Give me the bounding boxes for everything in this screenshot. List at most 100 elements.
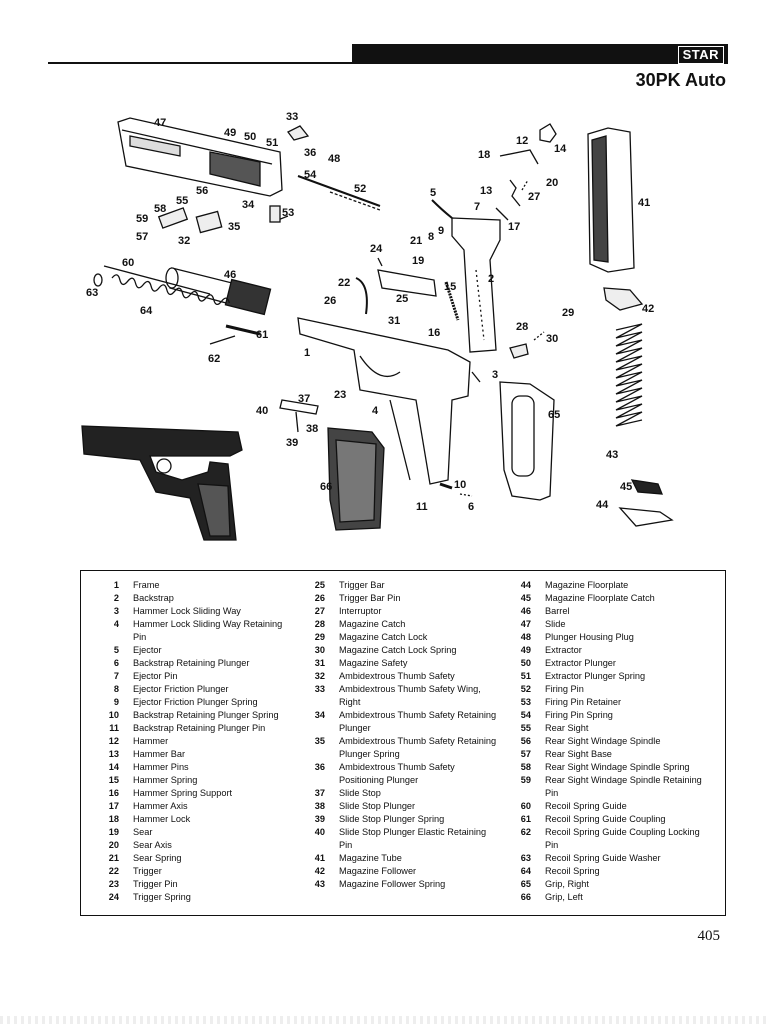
part-name: Ambidextrous Thumb Safety Retaining Plun…: [339, 710, 497, 733]
slide-stop-drawing: [279, 399, 319, 415]
callout-59: 59: [136, 213, 148, 225]
callout-3: 3: [492, 369, 498, 381]
legend-row: 39 Slide Stop Plunger Spring: [299, 813, 499, 826]
page-number: 405: [697, 928, 721, 944]
right-grip-drawing: [499, 381, 555, 501]
callout-63: 63: [86, 287, 98, 299]
callout-21: 21: [410, 235, 422, 247]
part-name: Hammer Spring Support: [133, 788, 233, 798]
trigger-bar-drawing: [377, 269, 437, 297]
part-name: Trigger Pin: [133, 879, 178, 889]
callout-19: 19: [412, 255, 424, 267]
callout-26: 26: [324, 295, 336, 307]
callout-33: 33: [286, 111, 298, 123]
part-name: Magazine Floorplate Catch: [545, 593, 655, 603]
exploded-parts-diagram: 47 33 49 50 51 36 48 54 52 56 55 58 34 5…: [81, 111, 674, 541]
callout-46: 46: [224, 269, 236, 281]
callout-22: 22: [338, 277, 350, 289]
part-number: 43: [314, 879, 325, 889]
callout-64: 64: [140, 305, 153, 317]
callout-6: 6: [468, 501, 474, 513]
callout-38: 38: [306, 423, 318, 435]
part-number: 9: [113, 697, 119, 707]
part-name: Firing Pin Spring: [545, 710, 613, 720]
part-number: 8: [113, 684, 119, 694]
part-name: Sear Spring: [133, 853, 182, 863]
part-number: 46: [520, 606, 531, 616]
part-number: 58: [520, 762, 531, 772]
part-number: 59: [520, 775, 531, 785]
part-number: 47: [520, 619, 531, 629]
callout-53: 53: [282, 207, 294, 219]
callout-4: 4: [372, 405, 379, 417]
part-number: 23: [108, 879, 119, 889]
part-name: Ejector Friction Plunger: [133, 684, 229, 694]
magazine-spring-drawing: [615, 323, 643, 427]
part-name: Hammer Lock Sliding Way Retaining Pin: [133, 619, 283, 642]
part-number: 1: [113, 580, 119, 590]
callout-16: 16: [428, 327, 440, 339]
part-number: 56: [520, 736, 531, 746]
callout-51: 51: [266, 137, 278, 149]
part-name: Slide Stop Plunger Spring: [339, 814, 445, 824]
part-name: Magazine Safety: [339, 658, 408, 668]
callout-14: 14: [554, 143, 567, 155]
part-number: 34: [314, 710, 325, 720]
callout-34: 34: [242, 199, 255, 211]
part-number: 51: [520, 671, 531, 681]
part-number: 6: [113, 658, 119, 668]
callout-35: 35: [228, 221, 240, 233]
magazine-follower-drawing: [603, 287, 644, 311]
part-number: 61: [520, 814, 531, 824]
callout-43: 43: [606, 449, 618, 461]
part-name: Sear: [133, 827, 153, 837]
part-name: Recoil Spring Guide Washer: [545, 853, 661, 863]
part-number: 39: [314, 814, 325, 824]
part-number: 16: [108, 788, 119, 798]
callout-23: 23: [334, 389, 346, 401]
part-name: Slide Stop Plunger: [339, 801, 416, 811]
magazine-floorplate-drawing: [618, 507, 674, 527]
legend-row: 34 Ambidextrous Thumb Safety Retaining Pl…: [299, 709, 499, 735]
callout-25: 25: [396, 293, 408, 305]
part-name: Rear Sight Base: [545, 749, 612, 759]
part-name: Grip, Left: [545, 892, 583, 902]
callout-48: 48: [328, 153, 340, 165]
part-name: Grip, Right: [545, 879, 589, 889]
part-number: 53: [520, 697, 531, 707]
part-name: Hammer Lock Sliding Way: [133, 606, 241, 616]
part-name: Rear Sight Windage Spindle Spring: [545, 762, 690, 772]
callout-13: 13: [480, 185, 492, 197]
part-name: Hammer Pins: [133, 762, 189, 772]
callout-65: 65: [548, 409, 560, 421]
part-name: Hammer Bar: [133, 749, 186, 759]
part-number: 48: [520, 632, 531, 642]
part-name: Hammer: [133, 736, 169, 746]
part-name: Ambidextrous Thumb Safety Positioning Pl…: [339, 762, 455, 785]
callout-11: 11: [416, 501, 428, 513]
part-number: 25: [314, 580, 325, 590]
